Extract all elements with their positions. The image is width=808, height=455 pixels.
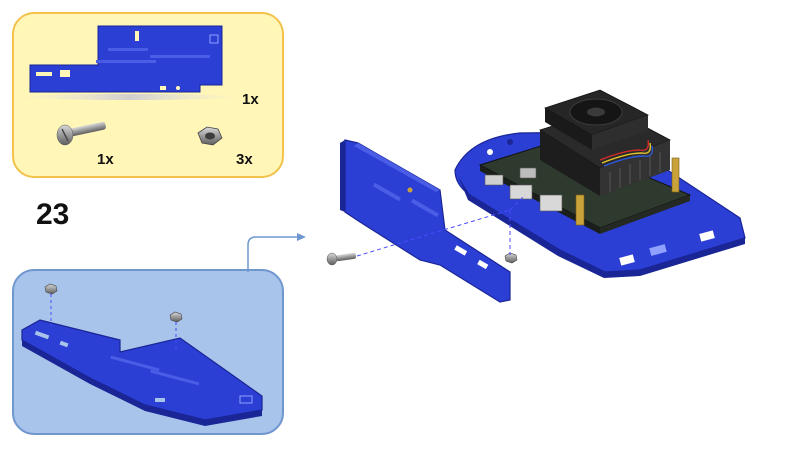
screw-quantity-label: 1x xyxy=(97,151,114,168)
bracket-plate-part-icon xyxy=(22,25,238,100)
screw-part-icon xyxy=(56,121,106,146)
assembly-guide-lines xyxy=(356,194,526,257)
screw-exploded xyxy=(326,252,357,266)
callout-arrow xyxy=(247,236,298,272)
cooling-fan xyxy=(544,89,649,150)
bracket-quantity-label: 1x xyxy=(242,91,259,108)
arrow-head-icon xyxy=(297,233,306,241)
subassembly-nuts xyxy=(44,283,183,350)
hex-nut-part-icon xyxy=(197,126,223,146)
step-number: 23 xyxy=(36,198,70,231)
nut-exploded xyxy=(504,252,518,264)
nut-quantity-label: 3x xyxy=(236,151,253,168)
subassembly-bracket xyxy=(21,319,263,426)
bracket-plate xyxy=(340,139,511,303)
circuit-board xyxy=(478,89,692,234)
